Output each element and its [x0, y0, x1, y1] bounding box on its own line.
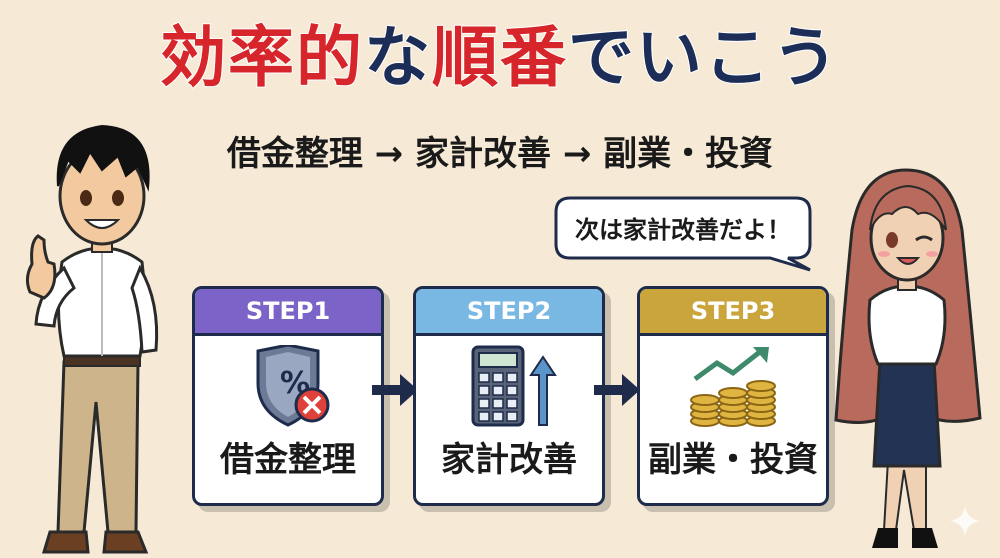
- arrow-right-icon: [594, 374, 640, 406]
- speech-bubble-text: 次は家計改善だよ！: [575, 216, 791, 244]
- step-3-label: 副業・投資: [648, 440, 818, 480]
- page-title: 効率的な順番でいこう: [0, 18, 1000, 98]
- step-1-header: STEP1: [195, 289, 381, 336]
- step-3-header: STEP3: [640, 289, 826, 336]
- woman-wink-illustration: [834, 168, 982, 548]
- arrow-right-icon: [372, 374, 418, 406]
- step-1-label: 借金整理: [220, 440, 356, 480]
- title-part-1: 効率的: [159, 18, 364, 97]
- subtitle: 借金整理 → 家計改善 → 副業・投資: [226, 134, 774, 174]
- coins-growth-icon: [690, 347, 776, 427]
- step-2-header: STEP2: [416, 289, 602, 336]
- speech-bubble: [554, 196, 812, 272]
- step-card-2: STEP2 家計改善: [413, 286, 605, 506]
- step-card-3: STEP3 副業・投資: [637, 286, 829, 506]
- sparkle-icon: [950, 506, 980, 536]
- title-part-4: でいこう: [567, 18, 840, 97]
- step-2-label: 家計改善: [441, 440, 577, 480]
- title-part-3: 順番: [431, 18, 568, 97]
- step-card-1: STEP1 % 借金整理: [192, 286, 384, 506]
- title-part-2: な: [363, 18, 432, 97]
- man-thumbs-up-illustration: [25, 124, 159, 554]
- calculator-icon: [471, 345, 557, 427]
- shield-debt-icon: %: [256, 345, 330, 427]
